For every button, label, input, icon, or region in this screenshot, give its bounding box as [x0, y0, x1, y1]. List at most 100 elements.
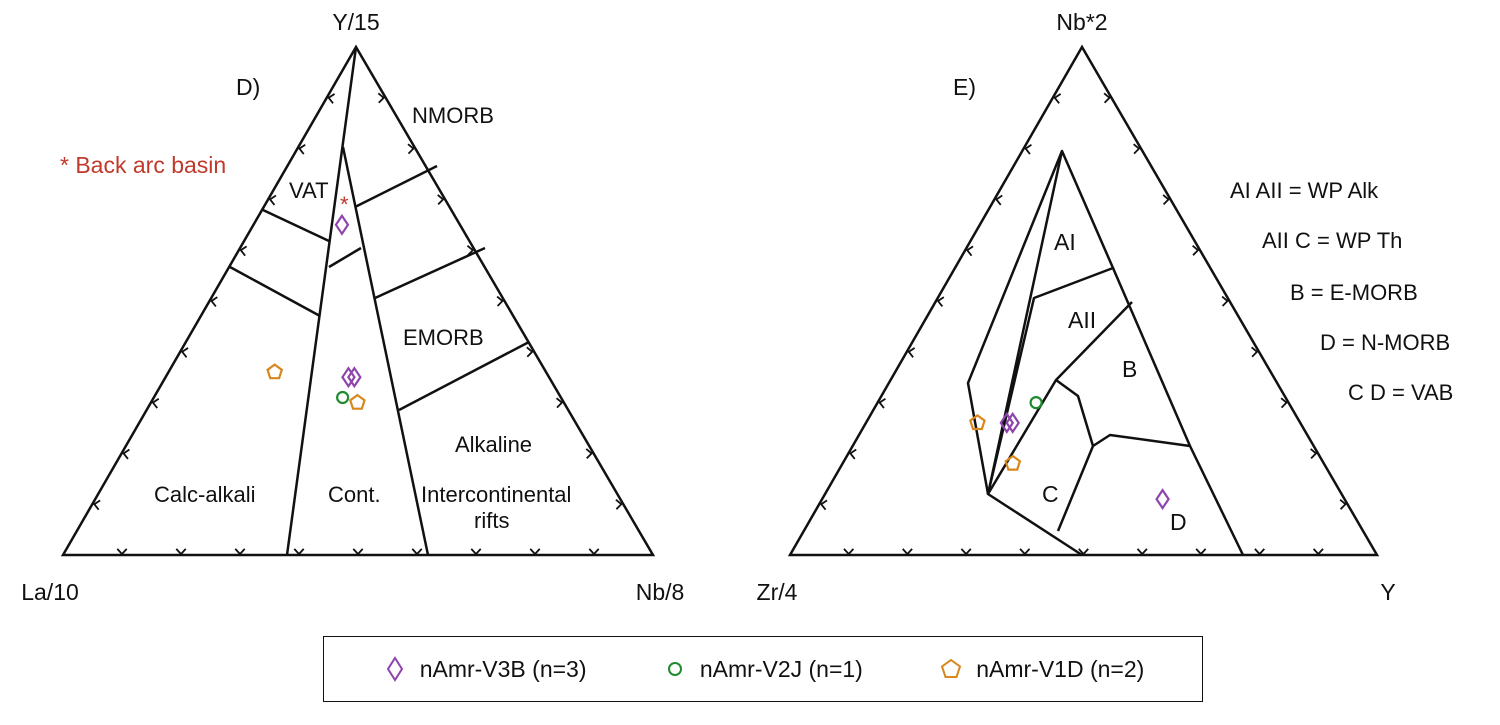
key-line-4: D = N-MORB	[1320, 330, 1450, 355]
panel-e-tick-right-3	[1280, 397, 1288, 409]
panel-d-apex-top: Y/15	[332, 9, 379, 35]
panel-d-boundary-5	[328, 246, 362, 269]
panel-d-tick-bottom-9	[588, 548, 600, 556]
panel-d-apex-right: Nb/8	[636, 579, 685, 605]
legend: nAmr-V3B (n=3) nAmr-V2J (n=1) nAmr-V1D (…	[323, 636, 1203, 702]
panel-e-boundary-5	[1092, 433, 1245, 556]
panel-e-tick-left-5	[936, 296, 945, 308]
panel-e-tick-left-2	[849, 448, 857, 460]
panel-e-tick-right-7	[1162, 194, 1170, 206]
panel-d-apex-left: La/10	[21, 579, 79, 605]
back-arc-basin-star-icon: *	[340, 192, 349, 217]
panel-d-boundary-3	[262, 208, 330, 243]
panel-d-tick-right-9	[377, 92, 386, 104]
panel-e-apex-right: Y	[1380, 579, 1395, 605]
field-label-emorb: EMORB	[403, 325, 484, 350]
panel-e-tick-bottom-3	[960, 548, 972, 556]
panel-d-tick-bottom-6	[411, 548, 423, 556]
panel-d-tick-left-9	[327, 93, 336, 104]
panel-d-tick-right-2	[585, 448, 593, 460]
field-label-c: C	[1042, 481, 1059, 507]
panel-e-tick-bottom-6	[1136, 548, 1148, 556]
panel-d-boundary-6	[354, 164, 438, 209]
key-line-5: C D = VAB	[1348, 380, 1453, 405]
field-label-alkaline: Alkaline	[455, 432, 532, 457]
key-line-3: B = E-MORB	[1290, 280, 1418, 305]
panel-d-tick-right-3	[555, 397, 564, 409]
panel-d-frame	[60, 44, 656, 557]
panel-d-boundary-8	[398, 340, 530, 412]
panel-d-tick-left-8	[298, 143, 306, 155]
legend-label-v3b: nAmr-V3B (n=3)	[419, 655, 587, 682]
panel-e-boundary-2	[1111, 267, 1192, 447]
panel-e-data-point-4	[1029, 396, 1043, 410]
pentagon-marker-icon	[941, 658, 962, 678]
legend-item-v1d: nAmr-V1D (n=2)	[938, 656, 1144, 683]
panel-e-tick-left-3	[878, 397, 886, 409]
panel-e-tick-left-4	[907, 347, 916, 358]
field-label-d: D	[1170, 509, 1187, 535]
panel-d-data-point-3	[347, 366, 362, 389]
panel-e-tick-bottom-9	[1312, 548, 1324, 556]
panel-d-data-point-4	[336, 390, 350, 405]
field-label-intercontinental: Intercontinental	[421, 482, 571, 507]
panel-d-tick-bottom-5	[352, 548, 364, 556]
panel-d-tick-left-7	[268, 194, 277, 206]
panel-d-tick-right-5	[496, 295, 504, 307]
back-arc-basin-annotation: * Back arc basin	[60, 152, 226, 178]
field-label-vat: VAT	[289, 178, 329, 203]
panel-e-tick-right-1	[1339, 499, 1347, 510]
panel-d-tick-right-1	[615, 499, 623, 510]
field-label-aii: AII	[1068, 307, 1096, 333]
legend-item-v2j: nAmr-V2J (n=1)	[662, 656, 863, 683]
panel-e-tick-right-2	[1310, 448, 1318, 460]
panel-d-tick-right-7	[437, 194, 445, 206]
panel-e-data-point-1	[999, 411, 1015, 434]
panel-d-tick-left-4	[180, 347, 189, 358]
panel-e-tick-right-9	[1103, 92, 1111, 104]
panel-d-tick-left-3	[151, 397, 160, 409]
panel-d-boundary-2	[341, 146, 430, 556]
panel-e-label: E)	[953, 74, 976, 100]
panel-d-tick-left-1	[92, 499, 101, 511]
panel-d-tick-left-2	[122, 448, 130, 460]
panel-d-label: D)	[236, 74, 260, 100]
panel-e-boundary-3	[986, 301, 1133, 557]
panel-d-boundary-7	[374, 246, 486, 300]
panel-e-tick-bottom-7	[1195, 548, 1207, 556]
panel-e-tick-right-4	[1251, 346, 1259, 358]
panel-d-tick-bottom-4	[293, 548, 305, 556]
panel-e-data-point-6	[1004, 454, 1022, 471]
field-label-nmorb: NMORB	[412, 103, 494, 128]
panel-e-tick-right-8	[1133, 143, 1141, 155]
field-label-rifts: rifts	[474, 508, 509, 533]
panel-d-tick-bottom-2	[175, 548, 187, 556]
panel-e-data-point-5	[969, 414, 986, 431]
panel-e-tick-right-5	[1221, 295, 1229, 307]
panel-d-tick-left-6	[239, 245, 248, 257]
panel-d-boundary-4	[229, 265, 321, 318]
panel-e-tick-left-6	[965, 245, 974, 257]
field-label-cont: Cont.	[328, 482, 381, 507]
panel-d-tick-bottom-3	[234, 548, 246, 556]
panel-e-boundary-4	[1055, 378, 1095, 532]
panel-e-frame	[787, 44, 1380, 557]
diamond-marker-icon	[386, 656, 403, 682]
field-label-b: B	[1122, 356, 1137, 382]
panel-d-data-point-6	[348, 393, 366, 410]
panel-d-tick-right-8	[407, 143, 415, 155]
panel-e-tick-bottom-2	[902, 548, 913, 556]
panel-d-tick-right-4	[526, 346, 534, 358]
panel-d-data-point-2	[341, 366, 356, 389]
panel-d-tick-bottom-7	[470, 548, 482, 556]
field-label-ai: AI	[1054, 229, 1076, 255]
panel-e-tick-left-1	[819, 499, 828, 511]
panel-d-data-point-5	[266, 363, 284, 380]
panel-e-apex-left: Zr/4	[757, 579, 798, 605]
panel-e-tick-bottom-5	[1078, 548, 1089, 556]
panel-e-tick-left-7	[995, 194, 1003, 206]
key-line-1: AI AII = WP Alk	[1230, 178, 1379, 203]
panel-d-boundary-1	[285, 46, 358, 556]
